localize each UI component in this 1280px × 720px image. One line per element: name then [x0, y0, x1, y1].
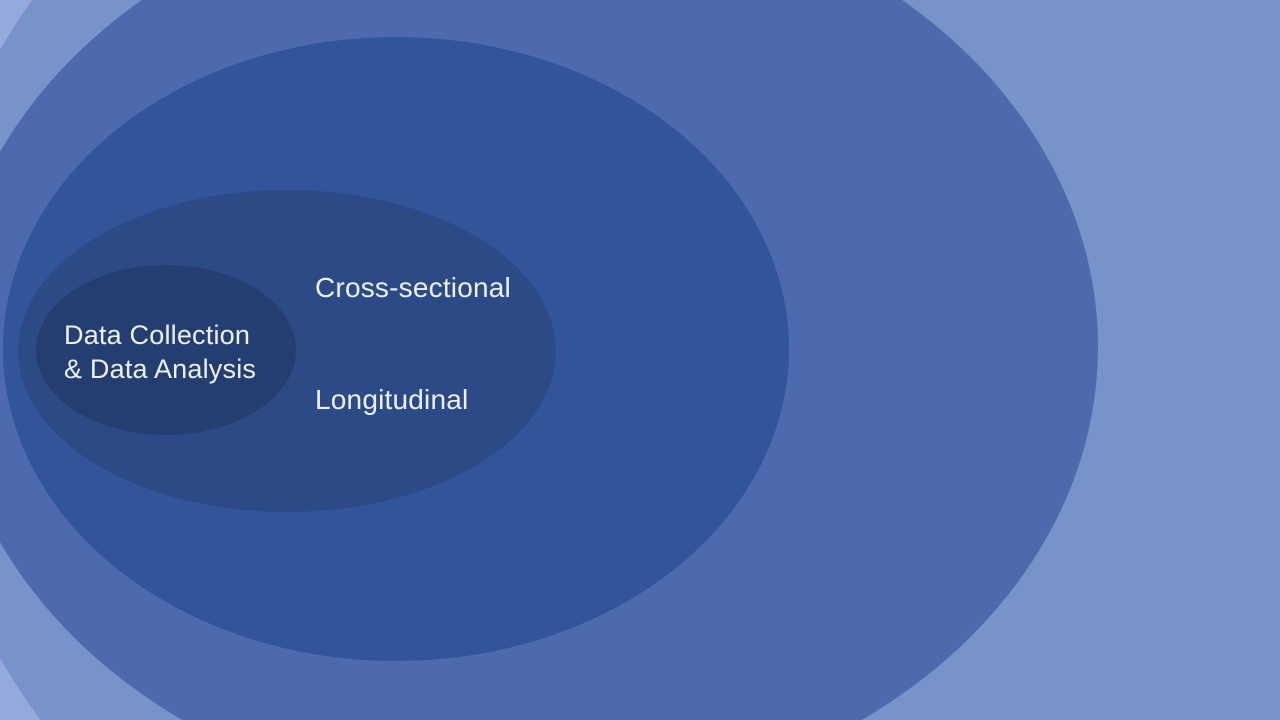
label-data-collection-analysis: Data Collection & Data Analysis [64, 318, 256, 386]
ellipse-core [36, 265, 296, 435]
label-data-collection-line1: Data Collection [64, 320, 251, 350]
label-cross-sectional: Cross-sectional [315, 272, 511, 303]
label-data-collection-line2: & Data Analysis [64, 354, 257, 384]
label-longitudinal: Longitudinal [315, 384, 469, 415]
